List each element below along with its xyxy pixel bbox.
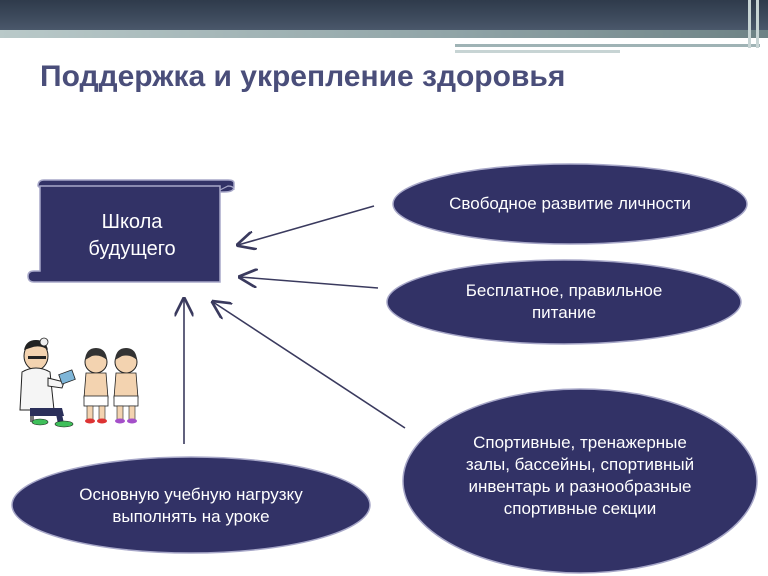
decorative-tick (748, 0, 751, 48)
arrow-nutrition (240, 277, 379, 289)
header-accent-stripe (0, 30, 768, 38)
header-bar (0, 0, 768, 30)
decorative-line (455, 50, 620, 53)
school-label: Школа будущего (88, 211, 176, 260)
arrow-personality (238, 205, 375, 245)
slide-title: Поддержка и укрепление здоровья (40, 60, 566, 93)
decorative-line (455, 44, 760, 47)
child-figure (83, 348, 109, 424)
node-nutrition-label: Бесплатное, правильное питание (465, 281, 663, 322)
child-figure (113, 348, 139, 424)
school-scroll-node (27, 179, 235, 283)
node-sports-label: Спортивные, тренажерные залы, бассейны, … (465, 433, 695, 518)
node-workload-ellipse (11, 456, 371, 554)
node-workload-label: Основную учебную нагрузку выполнять на у… (79, 485, 303, 526)
node-sports-ellipse (402, 388, 758, 574)
doctor-figure (19, 337, 76, 428)
node-personality-label: Свободное развитие личности (449, 194, 691, 213)
decorative-tick (756, 0, 759, 48)
arrow-sports (213, 302, 406, 429)
node-nutrition-ellipse (386, 259, 742, 345)
doctor-children-illustration (19, 337, 139, 428)
node-personality-ellipse (392, 163, 748, 245)
